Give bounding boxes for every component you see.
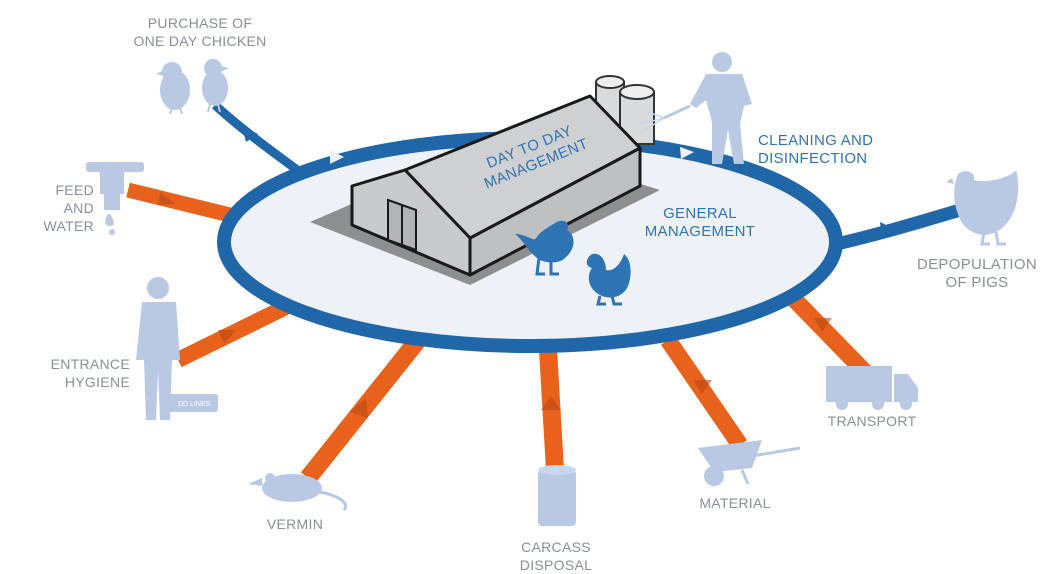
entrance-arrowhead <box>218 330 236 344</box>
entrance-arrow <box>174 297 294 368</box>
chicken-icon <box>586 253 631 306</box>
inflow-arrows <box>126 182 872 484</box>
ring-arrow-bottom <box>500 324 514 338</box>
feed-arrowhead <box>158 192 176 205</box>
transport-arrow <box>783 289 872 378</box>
dd-lines-label: DD LINES <box>178 401 211 408</box>
feed-arrow <box>126 182 232 223</box>
depopulation-arrowhead <box>880 222 896 238</box>
barrel-icon <box>538 465 576 526</box>
worker-spraying-icon <box>639 52 752 164</box>
material-label: MATERIAL <box>699 495 771 511</box>
transport-label: TRANSPORT <box>827 413 917 429</box>
chick-icon <box>156 59 229 115</box>
rat-icon <box>248 473 348 512</box>
ring-arrow-top <box>330 150 344 164</box>
vermin-label: VERMIN <box>266 516 324 532</box>
purchase-arrowhead <box>242 126 258 142</box>
hen-icon <box>946 170 1019 246</box>
ring-arrow-topright <box>680 147 694 159</box>
carcass-arrowhead <box>541 396 561 410</box>
ring-arrow-right <box>810 238 824 253</box>
vermin-arrowhead <box>350 398 368 418</box>
wheelbarrow-icon <box>698 440 801 486</box>
water-tap-icon <box>86 162 144 235</box>
material-arrowhead <box>693 380 712 394</box>
person-footbath-icon <box>136 277 218 420</box>
barn-icon <box>310 75 660 285</box>
purchase-inflow-path <box>211 101 303 176</box>
truck-icon <box>826 366 918 410</box>
transport-arrowhead <box>814 318 832 332</box>
chicken-icon <box>515 220 574 276</box>
material-arrow <box>660 335 748 450</box>
